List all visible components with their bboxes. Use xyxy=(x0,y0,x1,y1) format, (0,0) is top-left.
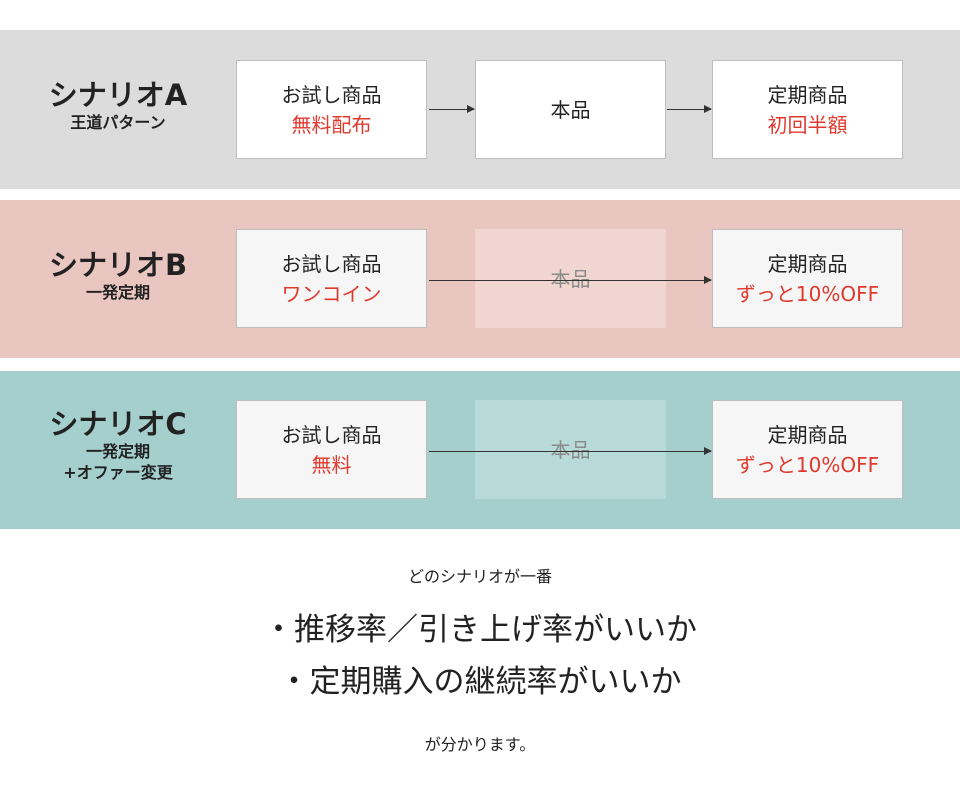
summary-bullet-transition-rate: ・推移率／引き上げ率がいいか xyxy=(263,612,697,648)
scenario-a-main-box: 本品 xyxy=(475,60,666,159)
subscription-offer: ずっと10%OFF xyxy=(735,452,880,477)
scenario-c-trial-box: お試し商品 無料 xyxy=(236,400,427,499)
subscription-label: 定期商品 xyxy=(767,251,848,276)
main-label: 本品 xyxy=(550,266,591,291)
subscription-label: 定期商品 xyxy=(767,82,848,107)
scenario-b-main-box-skipped: 本品 xyxy=(475,229,666,328)
scenario-c-subtitle-1: 一発定期 xyxy=(85,442,150,461)
trial-label: お試し商品 xyxy=(281,422,382,447)
scenario-a-band: シナリオA 王道パターン お試し商品 無料配布 本品 定期商品 初回半額 xyxy=(0,30,960,189)
scenario-a-title: シナリオA 王道パターン xyxy=(0,78,236,133)
scenario-b-band: シナリオB 一発定期 お試し商品 ワンコイン 本品 定期商品 ずっと10%OFF xyxy=(0,200,960,358)
arrow-main-to-subscription xyxy=(667,105,712,113)
subscription-label: 定期商品 xyxy=(767,422,848,447)
scenario-c-name: シナリオC xyxy=(49,407,187,441)
trial-label: お試し商品 xyxy=(281,82,382,107)
summary-intro: どのシナリオが一番 xyxy=(407,567,552,586)
scenario-c-main-box-skipped: 本品 xyxy=(475,400,666,499)
subscription-offer: ずっと10%OFF xyxy=(735,281,880,306)
main-label: 本品 xyxy=(550,437,591,462)
scenario-b-subtitle: 一発定期 xyxy=(85,283,150,302)
trial-offer: ワンコイン xyxy=(281,281,382,306)
scenario-a-name: シナリオA xyxy=(48,78,188,112)
scenario-a-subscription-box: 定期商品 初回半額 xyxy=(712,60,903,159)
scenario-b-subscription-box: 定期商品 ずっと10%OFF xyxy=(712,229,903,328)
arrow-trial-to-main xyxy=(429,105,475,113)
arrow-trial-to-subscription xyxy=(429,447,712,455)
scenario-c-subscription-box: 定期商品 ずっと10%OFF xyxy=(712,400,903,499)
scenario-b-title: シナリオB 一発定期 xyxy=(0,248,236,303)
trial-offer: 無料 xyxy=(311,452,352,477)
scenario-a-subtitle: 王道パターン xyxy=(70,113,166,132)
arrow-trial-to-subscription xyxy=(429,276,712,284)
scenario-b-name: シナリオB xyxy=(48,248,188,282)
trial-offer: 無料配布 xyxy=(291,112,372,137)
subscription-offer: 初回半額 xyxy=(767,112,848,137)
main-label: 本品 xyxy=(550,97,591,122)
summary-outro: が分かります。 xyxy=(424,735,536,754)
trial-label: お試し商品 xyxy=(281,251,382,276)
scenario-b-trial-box: お試し商品 ワンコイン xyxy=(236,229,427,328)
scenario-c-title: シナリオC 一発定期 +オファー変更 xyxy=(0,407,236,483)
scenario-c-subtitle-2: +オファー変更 xyxy=(63,463,173,482)
scenario-a-trial-box: お試し商品 無料配布 xyxy=(236,60,427,159)
scenario-c-band: シナリオC 一発定期 +オファー変更 お試し商品 無料 本品 定期商品 ずっと1… xyxy=(0,371,960,529)
summary-bullet-retention-rate: ・定期購入の継続率がいいか xyxy=(278,664,682,700)
